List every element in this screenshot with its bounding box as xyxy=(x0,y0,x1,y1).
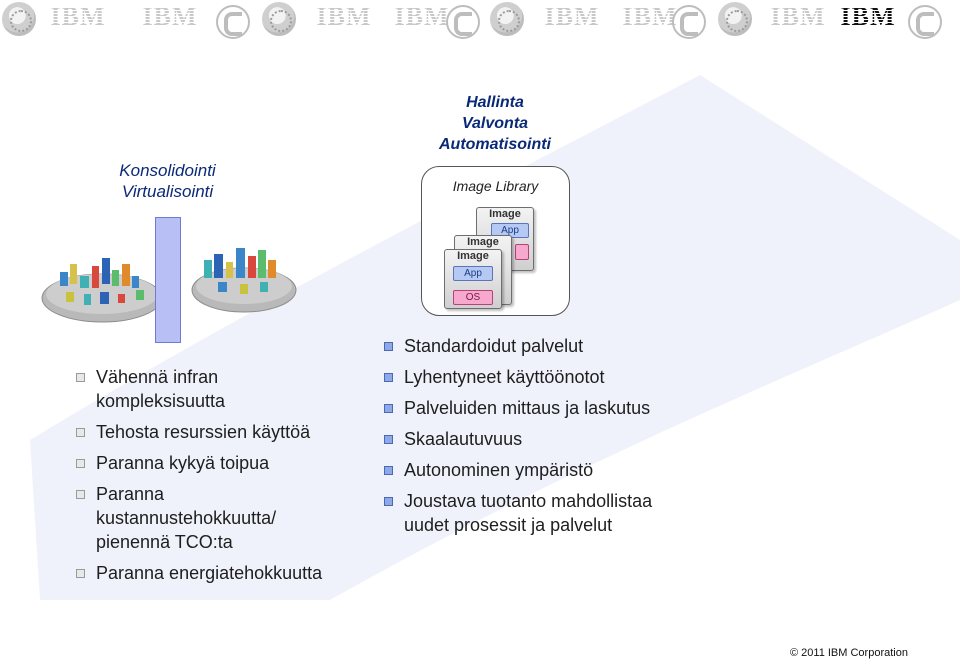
list-item: Paranna kustannustehokkuutta/ pienennä T… xyxy=(76,482,346,554)
bullet-marker xyxy=(384,373,393,382)
bullet-marker xyxy=(384,466,393,475)
list-item: Joustava tuotanto mahdollistaa uudet pro… xyxy=(384,489,664,537)
seal-logo xyxy=(718,2,752,36)
left-bullet-list: Vähennä infran kompleksisuutta Tehosta r… xyxy=(76,365,346,592)
ibm-logo: IBM xyxy=(622,2,678,31)
ibm-logo: IBM xyxy=(544,2,600,31)
list-item: Autonominen ympäristö xyxy=(384,458,664,482)
ctr-logo xyxy=(668,3,708,39)
header-logo-strip: IBM IBM IBM IBM IBM IBM IBM IBM xyxy=(0,0,960,42)
server-cluster-before xyxy=(41,258,163,323)
list-item: Vähennä infran kompleksisuutta xyxy=(76,365,346,413)
seal-logo xyxy=(262,2,296,36)
ibm-logo: IBM xyxy=(394,2,450,31)
right-bullet-list: Standardoidut palvelut Lyhentyneet käytt… xyxy=(384,334,664,544)
bullet-marker xyxy=(384,497,393,506)
image-library-title: Image Library xyxy=(452,178,539,194)
bullet-marker xyxy=(76,569,85,578)
os-slot: OS xyxy=(453,290,493,305)
ibm-logo: IBM xyxy=(770,2,826,31)
left-heading: Konsolidointi Virtualisointi xyxy=(100,160,235,202)
right-heading: Hallinta Valvonta Automatisointi xyxy=(420,92,570,155)
server-cluster-after xyxy=(191,248,297,313)
seal-logo xyxy=(2,2,36,36)
image-library: Image Library Image App Image Image App … xyxy=(421,166,570,316)
seal-logo xyxy=(490,2,524,36)
bullet-marker xyxy=(76,490,85,499)
list-item: Paranna kykyä toipua xyxy=(76,451,346,475)
ibm-logo-highlight: IBM xyxy=(840,2,896,31)
heading-line: Automatisointi xyxy=(439,136,551,153)
list-item: Skaalautuvuus xyxy=(384,427,664,451)
image-card-title: Image xyxy=(467,236,499,248)
heading-line: Valvonta xyxy=(461,115,529,132)
heading-line: Konsolidointi xyxy=(119,161,216,180)
list-item: Paranna energiatehokkuutta xyxy=(76,561,346,585)
app-slot: App xyxy=(453,266,493,281)
ibm-logo: IBM xyxy=(142,2,198,31)
copyright-footer: © 2011 IBM Corporation xyxy=(790,647,908,659)
bullet-marker xyxy=(76,459,85,468)
list-item: Tehosta resurssien käyttöä xyxy=(76,420,346,444)
image-card-title: Image xyxy=(489,208,521,220)
image-card: Image App OS xyxy=(444,249,502,309)
bullet-marker xyxy=(384,404,393,413)
ibm-logo: IBM xyxy=(316,2,372,31)
ibm-logo: IBM xyxy=(50,2,106,31)
bullet-marker xyxy=(384,435,393,444)
bullet-marker xyxy=(384,342,393,351)
list-item: Palveluiden mittaus ja laskutus xyxy=(384,396,664,420)
ctr-logo xyxy=(212,3,252,39)
list-item: Standardoidut palvelut xyxy=(384,334,664,358)
bullet-marker xyxy=(76,373,85,382)
ctr-logo xyxy=(442,3,482,39)
bullet-marker xyxy=(76,428,85,437)
transition-bar xyxy=(155,217,181,343)
list-item: Lyhentyneet käyttöönotot xyxy=(384,365,664,389)
image-card-title: Image xyxy=(457,250,489,262)
heading-line: Hallinta xyxy=(466,94,524,111)
ctr-logo xyxy=(904,3,944,39)
heading-line: Virtualisointi xyxy=(121,182,214,201)
os-slot xyxy=(515,244,529,260)
